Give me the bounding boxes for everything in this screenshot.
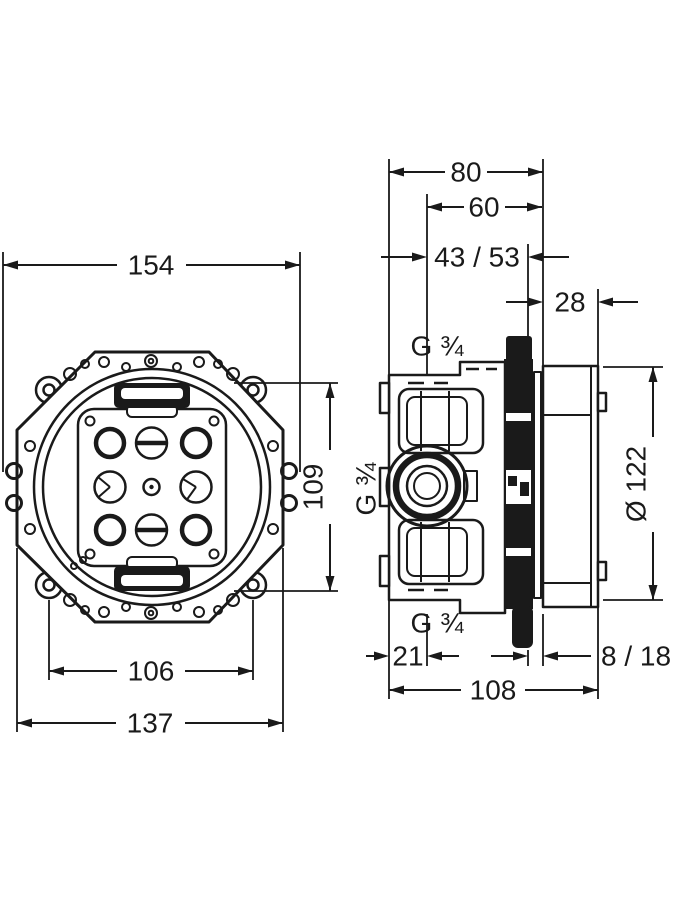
flange-detail [520, 482, 529, 496]
front-view [5, 350, 298, 624]
flange-detail [508, 476, 517, 486]
port-hole [93, 513, 127, 547]
dim-122-label: Ø 122 [621, 446, 652, 522]
dim-front-depth: 21 [366, 641, 459, 672]
housing-tab-top [596, 391, 608, 413]
dim-overall-depth: 108 [389, 675, 598, 706]
flange-slit [506, 548, 531, 556]
cartridge-ring [392, 451, 462, 521]
dim-109-label: 109 [298, 464, 329, 511]
dim-box-depth: 28 [506, 287, 638, 318]
flange-bolts [24, 354, 279, 620]
thread-label-top: G ¾ [411, 331, 465, 362]
cartridge-bore-mid [405, 464, 449, 508]
side-view [378, 336, 608, 648]
port-hole [179, 426, 213, 460]
lug-screw-hole [42, 383, 56, 397]
thread-label-side: G ¾ [351, 462, 382, 516]
thread-label-bottom: G ¾ [411, 608, 465, 639]
mount-slot-top [121, 388, 183, 399]
mount-slot-bottom [121, 575, 183, 586]
spring-clip [280, 494, 298, 512]
cartridge-bore-outer [385, 444, 469, 528]
connector-block-top [397, 387, 485, 455]
housing-tab-bottom [596, 560, 608, 582]
center-dot [149, 484, 154, 490]
center-hole [142, 477, 161, 497]
flange-slit [506, 413, 531, 421]
pie-line [182, 478, 197, 488]
pie-port-right [179, 470, 213, 504]
dim-depth-to-box: 80 [389, 157, 543, 188]
dim-wall-offset-range: 8 / 18 [491, 641, 671, 672]
dim-install-depth-range: 43 / 53 [381, 242, 569, 273]
connector-inner-bottom [406, 527, 468, 577]
port-grid [93, 426, 213, 547]
dim-108-label: 108 [470, 675, 517, 706]
dim-union-depth: 60 [427, 192, 542, 223]
spring-clip [280, 462, 298, 480]
union-boss-bottom [378, 554, 391, 588]
dim-8-18-label: 8 / 18 [601, 641, 671, 672]
dim-43-53-label: 43 / 53 [434, 242, 520, 273]
port-hole [179, 513, 213, 547]
dim-80-label: 80 [450, 157, 481, 188]
cartridge-bore-inner [413, 472, 441, 500]
lug-screw-hole [42, 578, 56, 592]
outlet-pipe-bottom [512, 606, 533, 648]
dim-21-label: 21 [392, 641, 423, 672]
connector-inner-top [406, 396, 468, 446]
dimensions: 154 109 106 137 [2, 157, 671, 739]
dim-154-label: 154 [128, 250, 175, 281]
dim-screw-spacing: 106 [49, 656, 253, 687]
dim-28-label: 28 [554, 287, 585, 318]
dim-slot-spacing: 109 [298, 383, 335, 591]
pie-port-left [93, 470, 127, 504]
seal-plate [533, 371, 542, 599]
rear-housing [541, 364, 600, 609]
pie-line [97, 486, 111, 499]
outlet-pipe-top [506, 336, 532, 364]
seal-ring-inner [41, 376, 263, 598]
body-dashes [408, 367, 497, 592]
pie-line [186, 486, 197, 501]
spring-clip [5, 494, 23, 512]
dim-106-label: 106 [128, 656, 175, 687]
connector-block-bottom [397, 518, 485, 586]
port-hole [93, 426, 127, 460]
dim-60-label: 60 [468, 192, 499, 223]
dim-137-label: 137 [127, 708, 174, 739]
dim-flange-width: 137 [17, 708, 283, 739]
dim-overall-width: 154 [3, 250, 300, 281]
spring-clip [5, 462, 23, 480]
union-boss-top [378, 381, 391, 415]
lug-screw-hole [246, 383, 260, 397]
union-boss-mid [378, 466, 391, 508]
pie-line [97, 476, 111, 488]
dim-body-diameter: Ø 122 [621, 367, 658, 600]
block-corner-screws [70, 415, 220, 570]
